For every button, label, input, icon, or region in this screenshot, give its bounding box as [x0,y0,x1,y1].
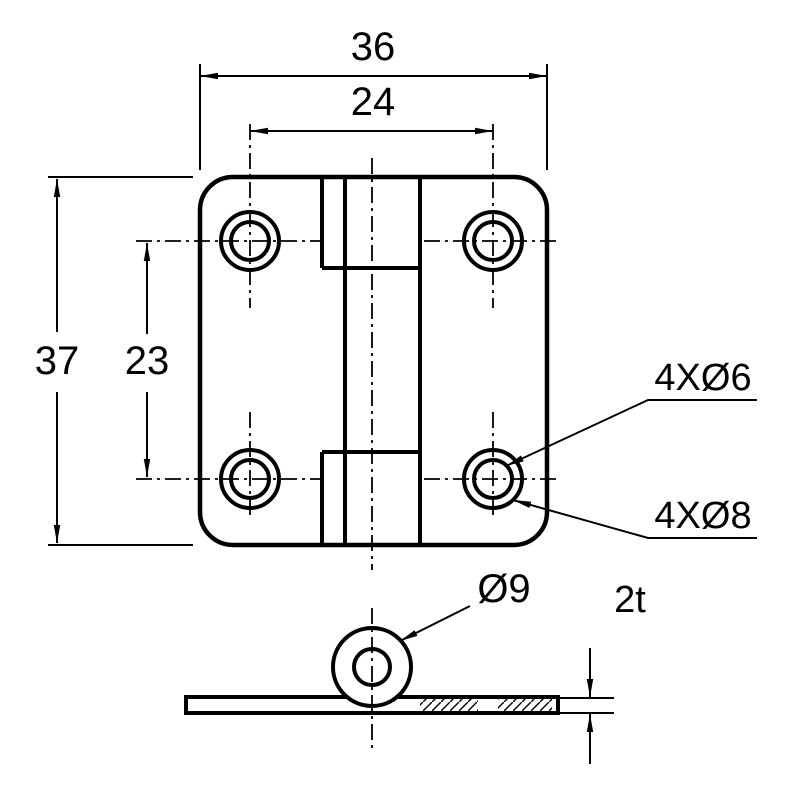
dimension-overall-width: 36 [199,25,548,170]
front-view [197,174,550,548]
dimension-hole-pitch-height: 23 [125,243,170,477]
hole-vertical-centerlines [249,124,494,520]
hinge-plate-outline [197,174,550,548]
section-hatch-patch-1 [420,699,478,711]
leader-outer-hole-note: 4XØ8 [512,495,757,539]
dim-text-d9: Ø9 [477,567,530,611]
dimension-thickness: 2t [560,579,646,764]
dimension-hole-pitch-width: 24 [250,80,493,135]
note-text-4xd6: 4XØ6 [654,357,751,399]
leader-inner-hole-note: 4XØ6 [505,357,757,467]
leader-line-d9 [399,605,471,642]
note-text-4xd8: 4XØ8 [654,495,751,537]
centerlines [136,124,558,748]
extension-lines-2t [560,697,614,714]
dimension-overall-height: 37 [35,176,193,546]
hole-horizontal-centerlines [136,240,558,480]
extension-lines-37 [48,176,193,546]
dim-text-36: 36 [351,25,396,69]
dim-text-2t: 2t [614,579,646,621]
section-hatch-patch-2 [498,699,552,711]
dim-text-23: 23 [125,339,170,383]
leader-line-4xd8 [512,499,757,539]
leader-line-4xd6 [505,399,757,467]
dim-text-24: 24 [351,80,396,124]
dim-text-37: 37 [35,339,80,383]
knuckle-joint-lines [320,179,422,543]
leader-knuckle-diameter: Ø9 [399,567,531,642]
extension-lines-36 [199,64,548,170]
